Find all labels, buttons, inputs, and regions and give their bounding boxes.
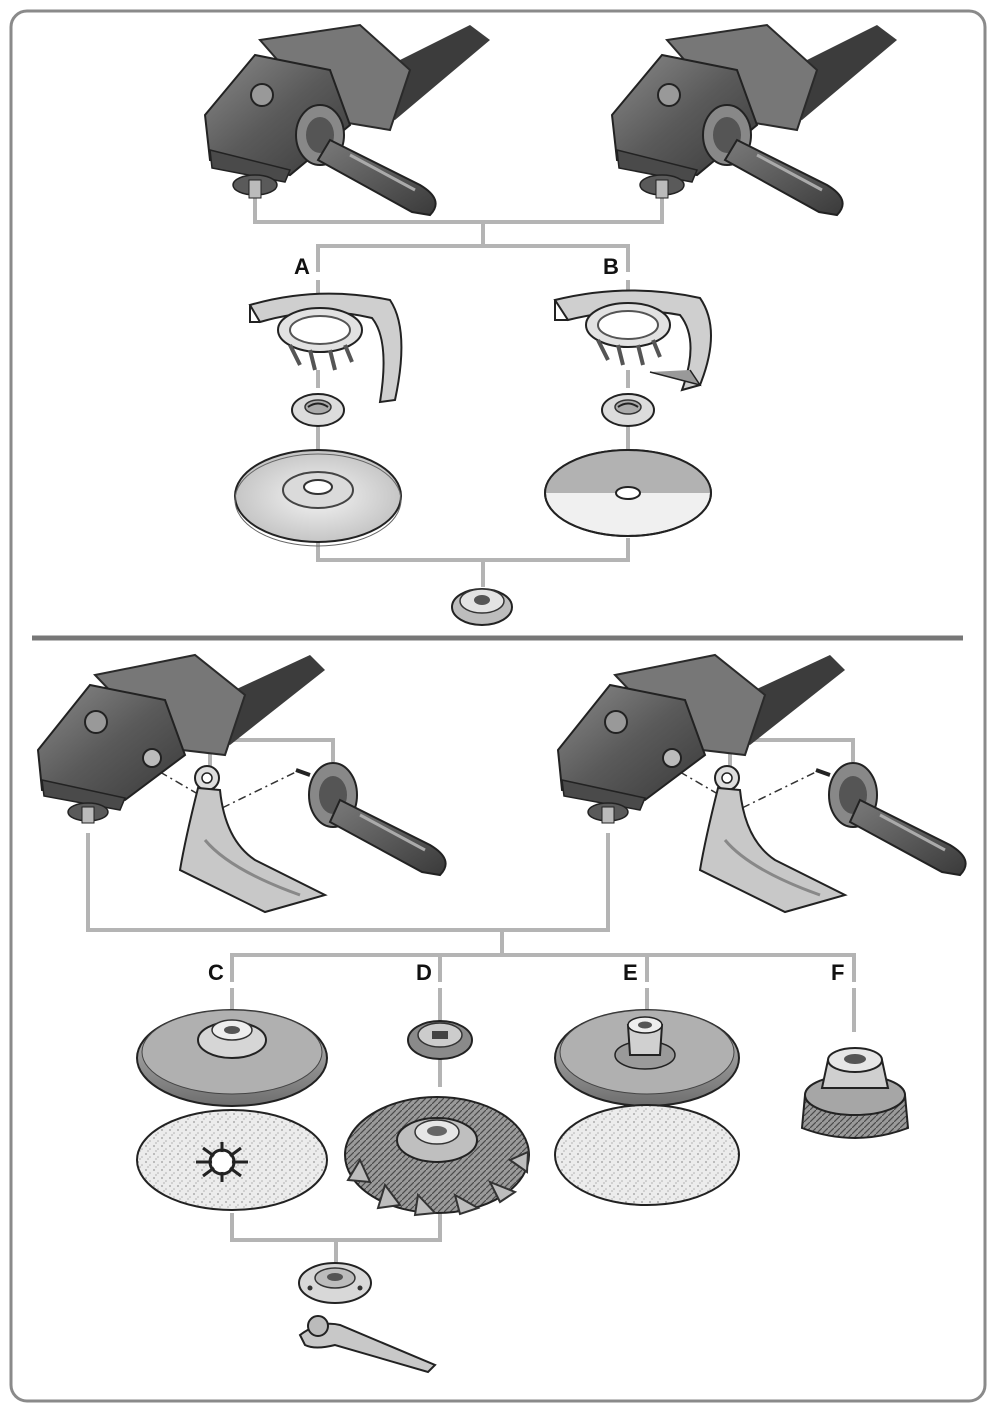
angle-grinder-icon bbox=[36, 653, 325, 824]
angle-grinder-icon bbox=[610, 23, 897, 217]
label-f: F bbox=[831, 960, 844, 985]
mounting-flange-icon bbox=[291, 393, 345, 427]
hand-guard-icon bbox=[178, 765, 328, 914]
two-pin-spanner-icon bbox=[298, 1262, 437, 1374]
cutting-disc-icon bbox=[544, 449, 712, 537]
side-handle-icon bbox=[702, 104, 844, 217]
cup-brush-icon bbox=[800, 1047, 910, 1139]
label-b: B bbox=[603, 254, 619, 279]
depressed-center-disc-icon bbox=[234, 449, 402, 547]
label-a: A bbox=[294, 254, 310, 279]
backing-pad-icon bbox=[136, 1009, 328, 1107]
hand-guard-icon bbox=[698, 765, 848, 914]
mounting-flange-icon bbox=[601, 393, 655, 427]
angle-grinder-icon bbox=[203, 23, 490, 217]
backing-pad-icon bbox=[554, 1009, 740, 1107]
label-c: C bbox=[208, 960, 224, 985]
label-d: D bbox=[416, 960, 432, 985]
grinding-guard-icon bbox=[248, 292, 403, 404]
clamping-nut-icon bbox=[407, 1020, 473, 1060]
sanding-sheet-icon bbox=[554, 1104, 740, 1206]
angle-grinder-icon bbox=[556, 653, 845, 824]
side-handle-icon bbox=[295, 104, 437, 217]
wire-wheel-brush-icon bbox=[344, 1096, 530, 1217]
cutting-guard-icon bbox=[553, 289, 712, 392]
side-handle-icon bbox=[295, 762, 447, 877]
sanding-sheet-icon bbox=[136, 1109, 328, 1211]
label-e: E bbox=[623, 960, 638, 985]
side-handle-icon bbox=[815, 762, 967, 877]
clamping-nut-icon bbox=[451, 588, 513, 626]
alignment-lines bbox=[159, 769, 821, 809]
connector-lines bbox=[86, 190, 856, 1264]
